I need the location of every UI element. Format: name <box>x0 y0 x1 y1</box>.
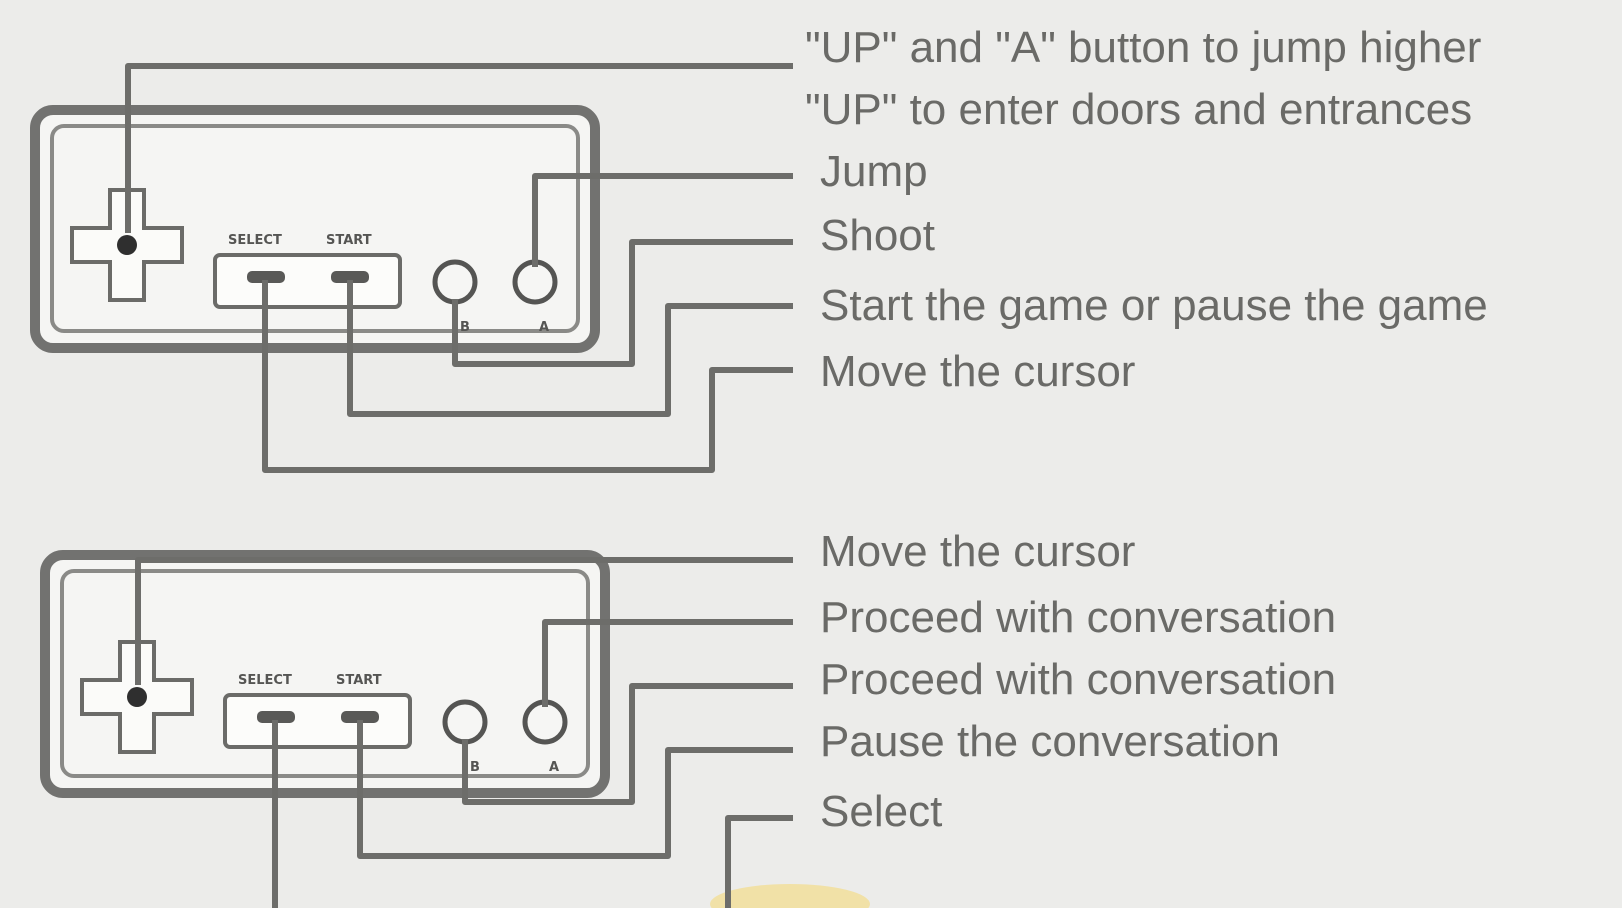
b-button-top <box>432 259 478 305</box>
callout-bottom-2: Proceed with conversation <box>820 593 1336 642</box>
b-button-bottom <box>442 699 488 745</box>
controller-top: SELECT START B A <box>30 63 793 473</box>
a-button-top <box>512 259 558 305</box>
leader-top-3 <box>452 239 793 367</box>
leader-top-5 <box>262 280 793 473</box>
leader-bottom-3 <box>462 683 793 805</box>
select-start-panel-bottom <box>223 693 412 749</box>
callout-bottom-4: Pause the conversation <box>820 717 1280 766</box>
dpad-top-center <box>117 235 137 255</box>
start-button-top <box>331 271 369 283</box>
leader-bottom-4 <box>357 720 793 859</box>
callout-top-5: Start the game or pause the game <box>820 281 1488 330</box>
select-button-bottom <box>257 711 295 723</box>
dpad-bottom-center <box>127 687 147 707</box>
leader-top-4 <box>347 280 793 417</box>
select-label-bottom: SELECT <box>238 673 292 688</box>
leader-top-1 <box>125 63 793 233</box>
a-button-bottom <box>522 699 568 745</box>
callout-top-4: Shoot <box>820 211 935 260</box>
callout-top-3: Jump <box>820 147 928 196</box>
select-label-top: SELECT <box>228 233 282 248</box>
controller-bottom-inner <box>60 569 590 778</box>
a-label-bottom: A <box>549 760 559 775</box>
leader-bottom-2 <box>542 619 793 707</box>
callout-top-1: "UP" and "A" button to jump higher <box>805 23 1481 72</box>
b-label-top: B <box>460 320 470 335</box>
callout-top-6: Move the cursor <box>820 347 1135 396</box>
controller-top-inner <box>50 124 580 333</box>
bottom-highlight <box>710 884 870 908</box>
controller-bottom: SELECT START B A <box>40 550 793 908</box>
callout-bottom-1: Move the cursor <box>820 527 1135 576</box>
callout-bottom-5: Select <box>820 787 942 836</box>
a-label-top: A <box>539 320 549 335</box>
start-label-top: START <box>326 233 372 248</box>
select-start-panel-top <box>213 253 402 309</box>
start-button-bottom <box>341 711 379 723</box>
callout-bottom-3: Proceed with conversation <box>820 655 1336 704</box>
b-label-bottom: B <box>470 760 480 775</box>
leader-bottom-1 <box>135 557 793 685</box>
leader-top-2 <box>532 173 793 267</box>
leader-bottom-5 <box>272 720 793 908</box>
start-label-bottom: START <box>336 673 382 688</box>
select-button-top <box>247 271 285 283</box>
callout-top-2: "UP" to enter doors and entrances <box>805 85 1472 134</box>
